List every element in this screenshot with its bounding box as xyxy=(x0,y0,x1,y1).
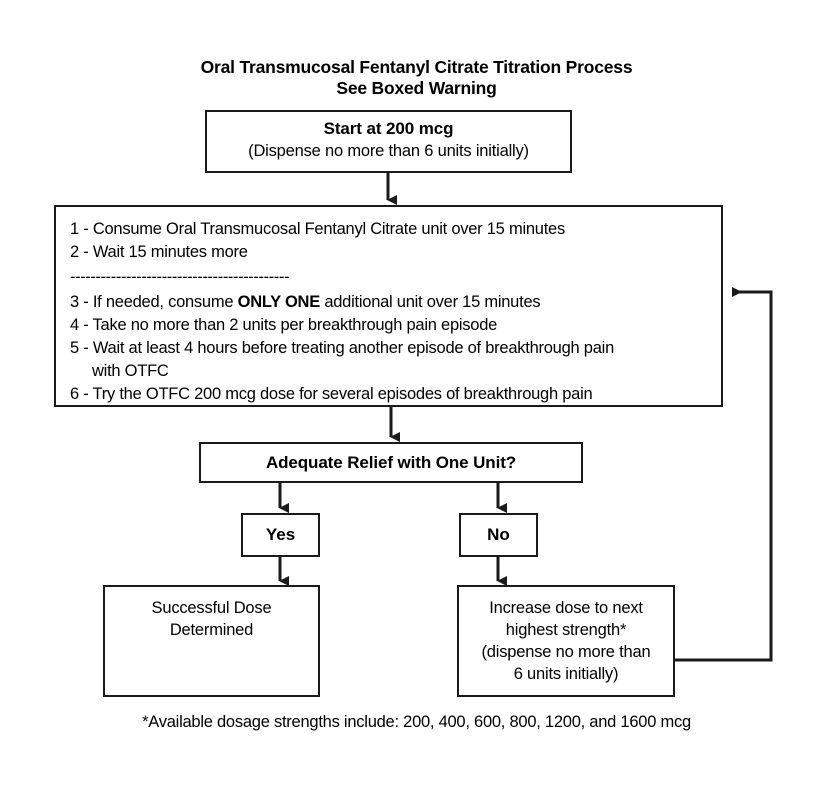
decision-box: Adequate Relief with One Unit? xyxy=(199,442,583,483)
instruction-step-4: 4 - Take no more than 2 units per breakt… xyxy=(70,316,498,334)
instructions-box: 1 - Consume Oral Transmucosal Fentanyl C… xyxy=(54,205,723,407)
instruction-step-1: 1 - Consume Oral Transmucosal Fentanyl C… xyxy=(70,220,565,238)
successful-dose-line-2: Determined xyxy=(169,621,254,639)
chart-title: Oral Transmucosal Fentanyl Citrate Titra… xyxy=(0,57,833,99)
dosage-strengths-footnote: *Available dosage strengths include: 200… xyxy=(142,713,691,731)
increase-dose-line-4: 6 units initially) xyxy=(513,665,619,683)
successful-dose-box: Successful Dose Determined xyxy=(103,585,320,697)
branch-no-box: No xyxy=(459,513,538,557)
title-line-1: Oral Transmucosal Fentanyl Citrate Titra… xyxy=(200,57,633,77)
instruction-step-3-pre: 3 - If needed, consume xyxy=(70,293,238,311)
instruction-step-2: 2 - Wait 15 minutes more xyxy=(70,243,248,261)
instruction-step-5: 5 - Wait at least 4 hours before treatin… xyxy=(70,337,721,383)
title-line-2: See Boxed Warning xyxy=(336,78,497,98)
instruction-step-5-continuation: with OTFC xyxy=(92,362,169,380)
start-dose-subtext: (Dispense no more than 6 units initially… xyxy=(248,142,529,160)
branch-yes-box: Yes xyxy=(241,513,320,557)
instruction-step-6: 6 - Try the OTFC 200 mcg dose for severa… xyxy=(70,385,593,403)
increase-dose-line-3: (dispense no more than xyxy=(481,643,651,661)
start-dose-heading: Start at 200 mcg xyxy=(323,119,454,138)
instruction-step-3: 3 - If needed, consume ONLY ONE addition… xyxy=(70,291,721,314)
increase-dose-line-2: highest strength* xyxy=(505,621,627,639)
instruction-step-3-emphasis: ONLY ONE xyxy=(237,293,321,311)
instruction-step-5-text: 5 - Wait at least 4 hours before treatin… xyxy=(70,339,614,357)
successful-dose-line-1: Successful Dose xyxy=(151,599,272,617)
instructions-divider: ----------------------------------------… xyxy=(70,268,290,286)
increase-dose-line-1: Increase dose to next xyxy=(489,599,643,617)
instruction-step-3-post: additional unit over 15 minutes xyxy=(319,293,541,311)
start-dose-box: Start at 200 mcg (Dispense no more than … xyxy=(205,110,572,173)
increase-dose-box: Increase dose to next highest strength* … xyxy=(457,585,675,697)
